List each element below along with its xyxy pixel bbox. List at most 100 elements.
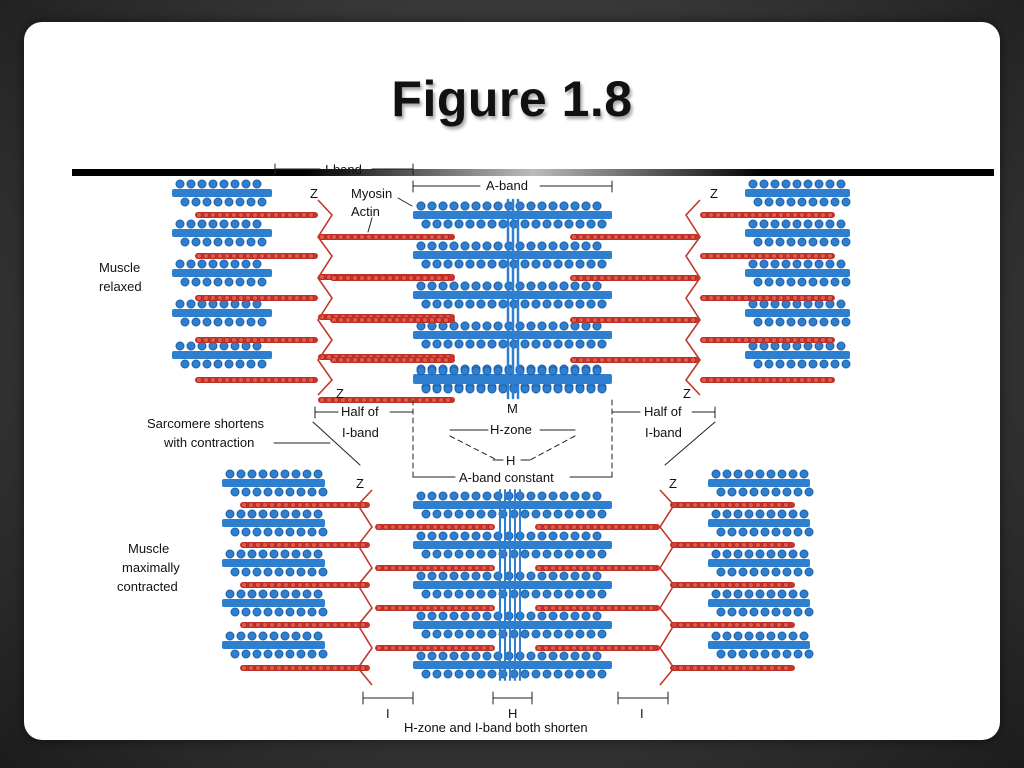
actin-bead — [287, 212, 293, 218]
actin-bead — [346, 582, 352, 588]
myosin-head — [291, 589, 301, 599]
actin-bead — [376, 605, 382, 611]
outer-myosin-right — [745, 341, 851, 369]
actin-bead — [196, 337, 202, 343]
actin-bead — [536, 565, 542, 571]
myosin-head — [764, 197, 774, 207]
actin-bead — [203, 377, 209, 383]
actin-filament-contracted-right — [535, 524, 660, 530]
actin-bead — [776, 665, 782, 671]
myosin-head — [764, 237, 774, 247]
myosin-head — [808, 359, 818, 369]
actin-bead — [418, 524, 424, 530]
actin-bead — [678, 502, 684, 508]
myosin-head — [526, 571, 536, 581]
myosin-head — [482, 651, 492, 661]
actin-bead — [467, 524, 473, 530]
myosin-head — [471, 321, 481, 331]
myosin-head — [804, 649, 814, 659]
actin-bead — [776, 502, 782, 508]
myosin-head — [487, 669, 497, 679]
myosin-head — [542, 219, 552, 229]
myosin-head — [786, 197, 796, 207]
myosin-head — [804, 487, 814, 497]
myosin-head — [235, 237, 245, 247]
myosin-head — [285, 567, 295, 577]
myosin-head — [269, 549, 279, 559]
actin-bead — [380, 234, 386, 240]
myosin-head — [285, 649, 295, 659]
actin-bead — [820, 253, 826, 259]
actin-bead — [210, 295, 216, 301]
myosin-head — [180, 277, 190, 287]
myosin-head — [581, 611, 591, 621]
myosin-head — [482, 531, 492, 541]
actin-bead — [290, 502, 296, 508]
actin-bead — [564, 524, 570, 530]
myosin-head — [542, 384, 552, 394]
myosin-head — [786, 317, 796, 327]
myosin-head — [597, 629, 607, 639]
myosin-head — [760, 607, 770, 617]
actin-bead — [655, 275, 661, 281]
actin-bead — [648, 565, 654, 571]
actin-bead — [346, 542, 352, 548]
myosin-head — [465, 589, 475, 599]
myosin-head — [775, 277, 785, 287]
myosin-head — [465, 509, 475, 519]
actin-bead — [792, 253, 798, 259]
actin-bead — [266, 212, 272, 218]
actin-bead — [715, 295, 721, 301]
myosin-head — [771, 527, 781, 537]
myosin-head — [269, 509, 279, 519]
actin-bead — [648, 317, 654, 323]
myosin-head — [586, 669, 596, 679]
actin-bead — [217, 377, 223, 383]
actin-bead — [613, 275, 619, 281]
actin-bead — [283, 665, 289, 671]
actin-bead — [431, 397, 437, 403]
actin-bead — [287, 377, 293, 383]
myosin-head — [208, 299, 218, 309]
myosin-head — [476, 589, 486, 599]
actin-bead — [578, 565, 584, 571]
actin-bead — [715, 337, 721, 343]
myosin-head — [230, 299, 240, 309]
actin-bead — [762, 502, 768, 508]
myosin-head — [487, 219, 497, 229]
myosin-head — [258, 549, 268, 559]
actin-bead — [655, 357, 661, 363]
actin-bead — [269, 665, 275, 671]
actin-bead — [241, 542, 247, 548]
actin-bead — [332, 502, 338, 508]
actin-bead — [699, 665, 705, 671]
actin-bead — [481, 645, 487, 651]
myosin-head — [191, 359, 201, 369]
myosin-head — [586, 384, 596, 394]
actin-bead — [304, 665, 310, 671]
myosin-head — [766, 509, 776, 519]
myosin-head — [219, 341, 229, 351]
actin-bead — [411, 565, 417, 571]
actin-bead — [422, 317, 428, 323]
actin-bead — [203, 253, 209, 259]
actin-bead — [729, 253, 735, 259]
myosin-head — [236, 469, 246, 479]
actin-bead — [613, 605, 619, 611]
myosin-head — [586, 259, 596, 269]
myosin-head — [208, 179, 218, 189]
myosin-head — [438, 201, 448, 211]
myosin-head — [230, 649, 240, 659]
actin-bead — [368, 397, 374, 403]
myosin-head — [788, 631, 798, 641]
myosin-head — [487, 384, 497, 394]
myosin-head — [575, 299, 585, 309]
myosin-head — [581, 531, 591, 541]
actin-bead — [311, 582, 317, 588]
actin-bead — [778, 253, 784, 259]
actin-bead — [678, 665, 684, 671]
actin-bead — [354, 397, 360, 403]
myosin-head — [465, 219, 475, 229]
myosin-head — [307, 567, 317, 577]
actin-bead — [606, 275, 612, 281]
